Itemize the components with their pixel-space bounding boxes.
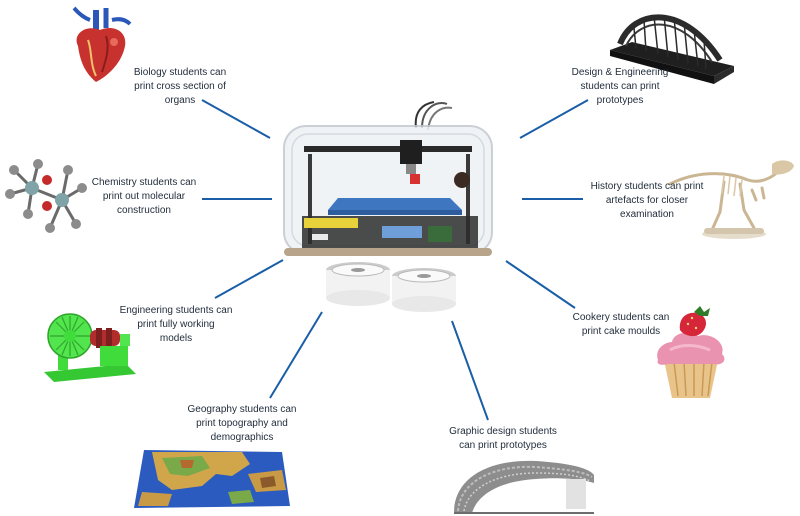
label-design-engineering: Design & Engineering students can print …: [571, 67, 669, 106]
label-cookery: Cookery students can print cake moulds: [572, 312, 670, 337]
label-history: History students can print artefacts for…: [590, 181, 704, 220]
connector-geography: [269, 311, 323, 399]
connector-engineering: [214, 259, 284, 299]
3d-printer-icon: [283, 101, 493, 312]
dinosaur-icon: [668, 160, 794, 239]
cupcake-icon: [657, 306, 725, 398]
connector-graphic-design: [451, 320, 489, 421]
bridge-icon: [610, 14, 734, 84]
label-biology: Biology students can print cross section…: [133, 67, 227, 106]
label-engineering: Engineering students can print fully wor…: [119, 305, 233, 344]
molecule-icon: [5, 159, 87, 233]
terrain-map-icon: [134, 450, 290, 508]
label-geography: Geography students can print topography …: [187, 404, 297, 443]
canopy-icon: [454, 460, 594, 514]
connector-cookery: [505, 260, 576, 309]
connector-biology: [201, 99, 271, 139]
heart-icon: [72, 6, 132, 82]
connector-design-engineering: [519, 99, 589, 139]
green-model-icon: [44, 313, 136, 382]
label-chemistry: Chemistry students can print out molecul…: [91, 177, 197, 216]
label-graphic-design: Graphic design students can print protot…: [449, 426, 557, 451]
